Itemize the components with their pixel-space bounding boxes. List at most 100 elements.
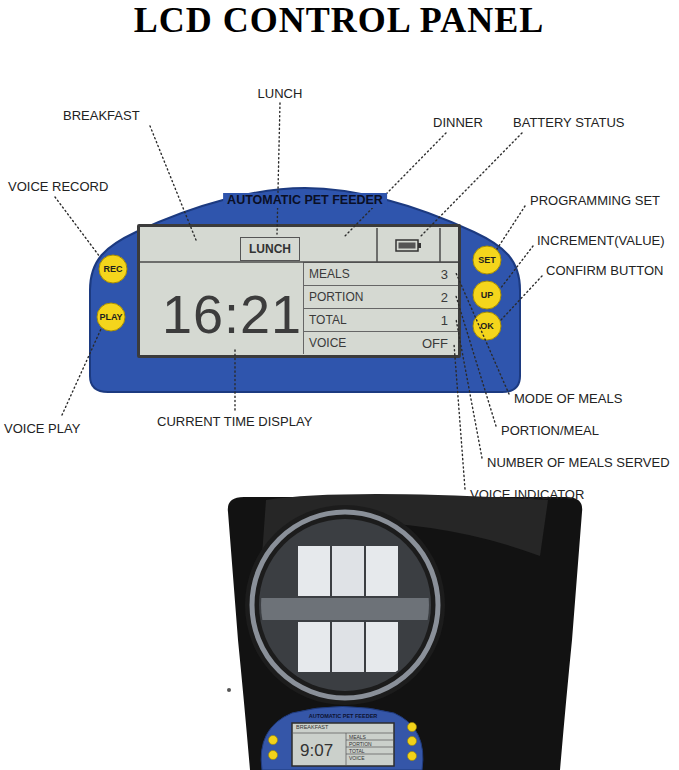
callout-label: BATTERY STATUS <box>513 116 624 129</box>
leader-line <box>345 133 446 236</box>
leader-line <box>456 319 482 458</box>
row-label: MEALS <box>309 268 350 280</box>
callout-label: LUNCH <box>258 87 303 100</box>
callout-label: MODE OF MEALS <box>514 392 622 405</box>
control-button: REC <box>98 254 128 284</box>
button-label: UP <box>481 291 494 300</box>
button-shape <box>99 255 127 283</box>
small-lcd-text: MEALS <box>349 734 366 739</box>
compartments <box>255 546 435 672</box>
small-button <box>408 752 417 761</box>
button-shape <box>473 312 501 340</box>
small-lcd <box>292 723 394 766</box>
compartment <box>332 622 364 672</box>
row-label: TOTAL <box>309 314 347 326</box>
control-button: OK <box>472 311 502 341</box>
button-shape <box>97 303 125 331</box>
button-label: OK <box>480 322 494 331</box>
callout-label: PORTION/MEAL <box>501 424 599 437</box>
compartment <box>298 546 330 596</box>
leader-line <box>501 276 542 320</box>
panel-title: AUTOMATIC PET FEEDER <box>223 193 387 208</box>
leaders <box>55 103 542 489</box>
callout-label: INCREMENT(VALUE) <box>537 234 665 247</box>
leader-line <box>420 133 522 237</box>
row-value: OFF <box>422 337 448 350</box>
callout-label: CURRENT TIME DISPLAY <box>157 415 312 428</box>
row-label: PORTION <box>309 291 363 303</box>
callout-label: CONFIRM BUTTON <box>546 264 663 277</box>
leader-line <box>456 296 496 426</box>
leader-line <box>454 344 465 489</box>
grid-line <box>292 733 394 734</box>
small-button <box>269 751 278 760</box>
compartment <box>298 622 330 672</box>
lcd-row: VOICE OFF <box>303 331 458 354</box>
row-value: 1 <box>441 314 448 327</box>
battery-case <box>396 240 418 251</box>
lcd-grid <box>140 228 458 262</box>
compartment <box>366 622 398 672</box>
small-button <box>269 736 278 745</box>
button-label: SET <box>478 256 496 265</box>
small-lcd-text: TOTAL <box>349 748 365 753</box>
compartment <box>366 546 398 596</box>
battery-charge <box>399 243 416 249</box>
panel-shape <box>90 188 520 392</box>
callout-label: PROGRAMMING SET <box>530 194 660 207</box>
row-value: 3 <box>441 268 448 281</box>
time-display: 16:21 <box>162 287 302 341</box>
leader-line <box>55 197 100 257</box>
meal-label: LUNCH <box>249 243 291 255</box>
callout-label: NUMBER OF MEALS SERVED <box>487 456 670 469</box>
button-shape <box>473 281 501 309</box>
leader-line <box>500 246 533 289</box>
leader-line <box>234 350 235 410</box>
button-label: PLAY <box>99 313 122 322</box>
battery-icon <box>396 240 421 251</box>
small-buttons <box>269 723 417 761</box>
small-button <box>408 723 417 732</box>
small-lcd-text: PORTION <box>349 741 372 746</box>
leader-line <box>277 103 280 234</box>
grid-line <box>346 733 347 766</box>
battery-tip <box>418 243 421 248</box>
divider-band <box>255 598 435 620</box>
row-value: 2 <box>441 291 448 304</box>
meal-indicator: LUNCH <box>240 237 300 261</box>
small-button <box>408 737 417 746</box>
small-lcd-grid <box>292 733 394 766</box>
control-panel: AUTOMATIC PET FEEDER 16:21 LUNCH MEALS 3PORT… <box>88 186 522 396</box>
page-title: LCD CONTROL PANEL <box>134 2 544 38</box>
callout-label: VOICE PLAY <box>4 422 80 435</box>
callout-label: VOICE RECORD <box>8 180 108 193</box>
small-lcd-text: VOICE <box>349 755 365 760</box>
leader-line <box>150 126 196 240</box>
small-panel <box>261 707 423 770</box>
leader-line <box>62 329 101 415</box>
body-dot <box>227 688 231 692</box>
lcd-screen: 16:21 LUNCH MEALS 3PORTION 2TOTAL 1VOICE OFF <box>137 224 461 358</box>
callout-label: VOICE INDICATOR <box>470 488 584 501</box>
grid-line <box>376 228 378 262</box>
lcd-row: MEALS 3 <box>303 262 458 285</box>
callout-label: DINNER <box>433 116 483 129</box>
small-panel-title: AUTOMATIC PET FEEDER <box>309 714 378 720</box>
leader-line <box>456 273 509 394</box>
grid-line <box>439 228 441 262</box>
control-button: PLAY <box>96 302 126 332</box>
lcd-row: PORTION 2 <box>303 285 458 308</box>
control-button: UP <box>472 280 502 310</box>
button-label: REC <box>103 265 122 274</box>
leader-line <box>497 206 525 249</box>
small-time-display: 9:07 <box>300 742 333 759</box>
row-label: VOICE <box>309 337 346 349</box>
window-chrome <box>252 512 438 698</box>
callout-label: BREAKFAST <box>63 109 140 122</box>
button-shape <box>473 246 501 274</box>
small-lcd-text: BREAKFAST <box>296 725 328 731</box>
grid-line <box>140 261 458 263</box>
lcd-row: TOTAL 1 <box>303 308 458 331</box>
control-button: SET <box>472 245 502 275</box>
